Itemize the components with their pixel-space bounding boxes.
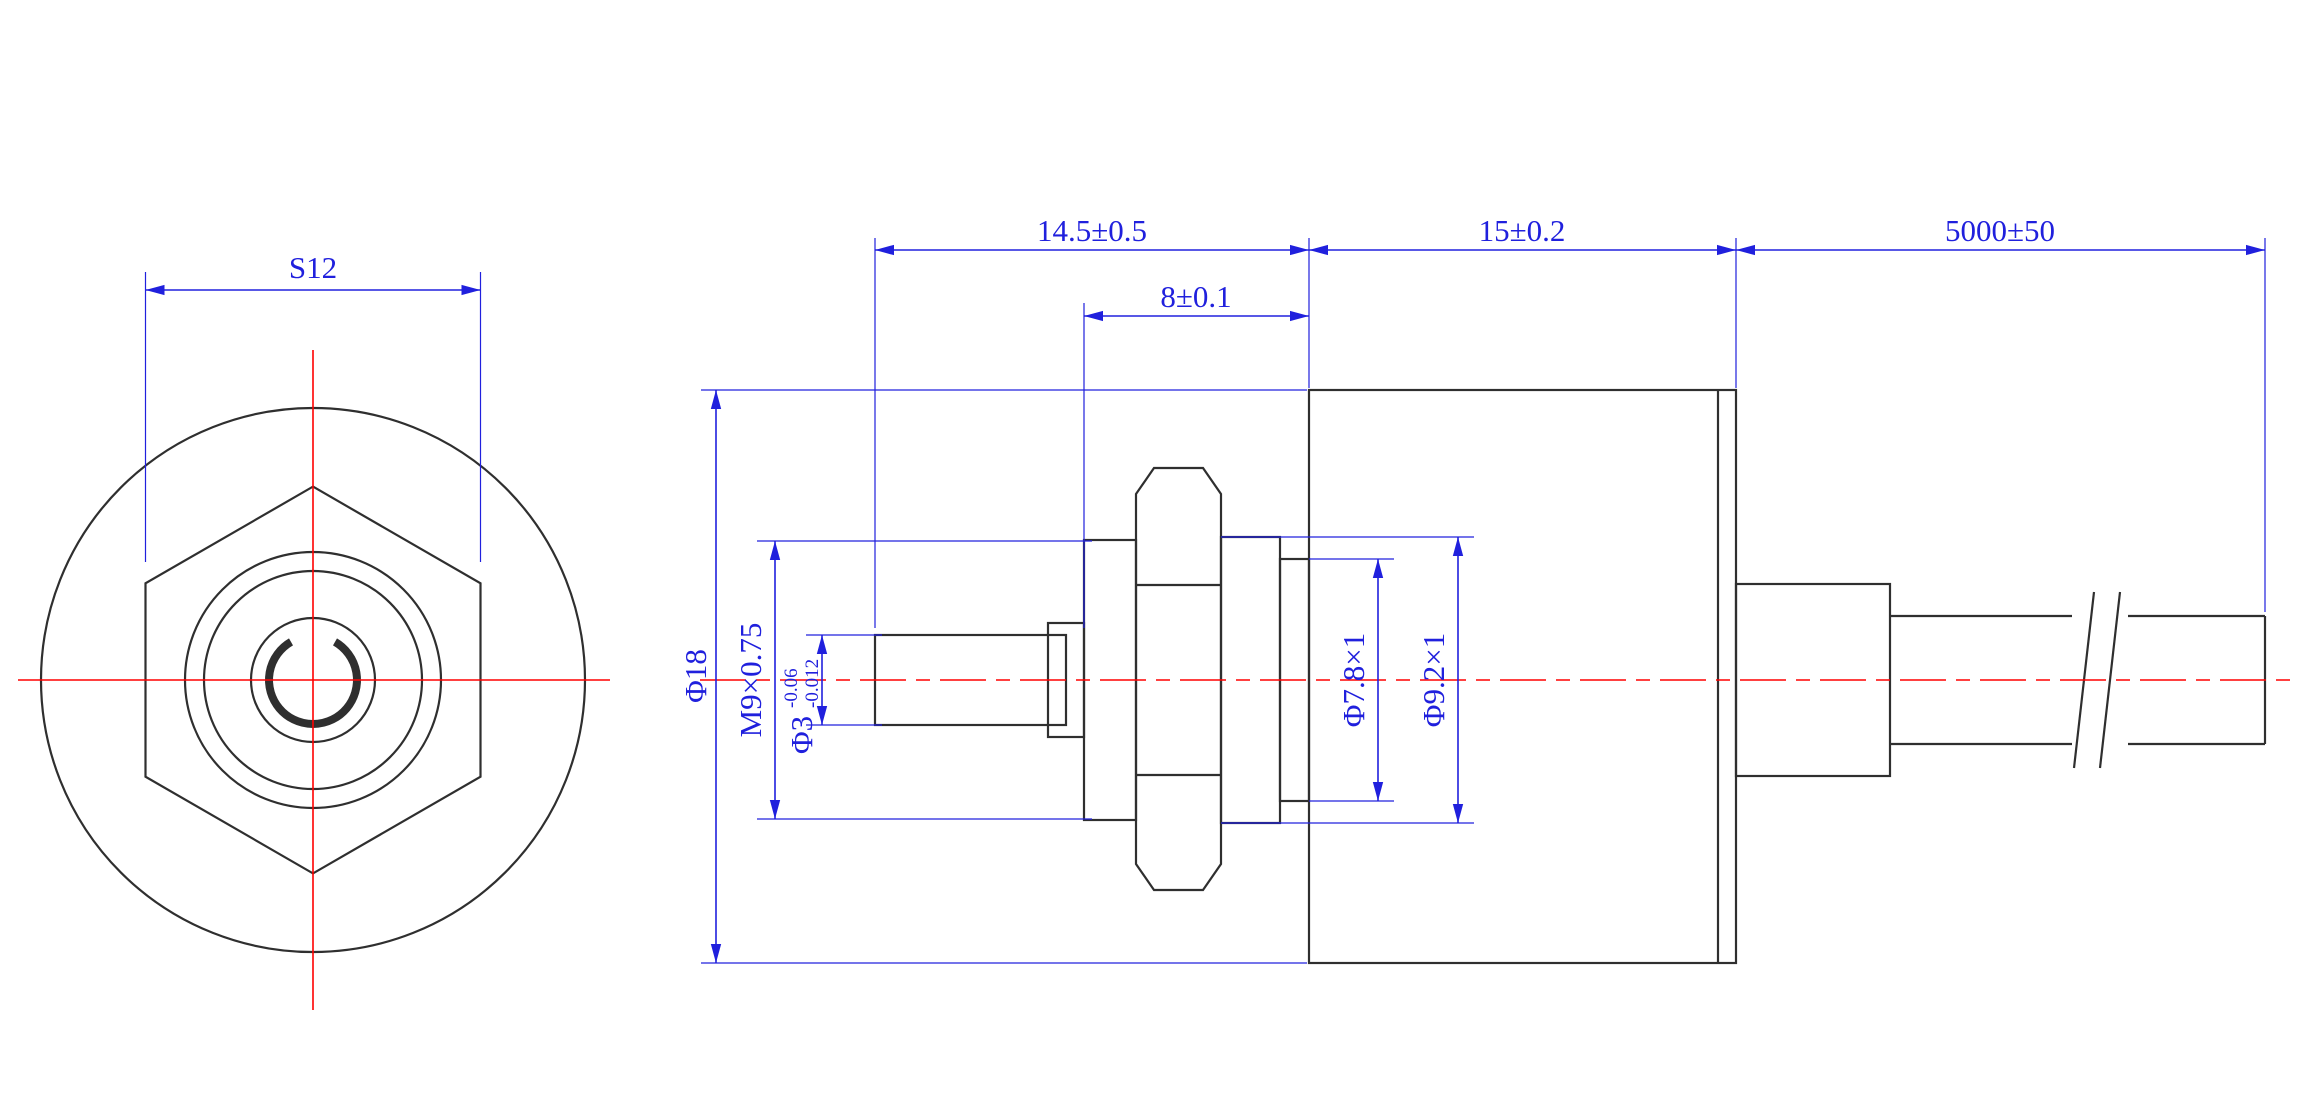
dim-ring-dia-label: Φ9.2×1 — [1416, 633, 1451, 727]
cable — [1890, 591, 2267, 769]
body-outline — [1307, 388, 1738, 965]
dim-cable-length: 5000±50 — [1736, 213, 2265, 256]
dim-body-length: 15±0.2 — [1309, 213, 1736, 256]
dim-front-length-label: 14.5±0.5 — [1037, 213, 1147, 248]
cable-break-line — [2098, 591, 2122, 769]
dim-front-length: 14.5±0.5 — [875, 213, 1309, 256]
dim-boss-dia-label: Φ7.8×1 — [1336, 633, 1371, 727]
dim-shaft-dia-label: Φ3 — [784, 716, 819, 754]
dim-thread-length: 8±0.1 — [1083, 279, 1309, 628]
dim-body-length-label: 15±0.2 — [1479, 213, 1566, 248]
dim-s12-label: S12 — [289, 250, 337, 285]
dimensions: 14.5±0.5 15±0.2 5000±50 8±0.1 Φ — [678, 213, 2266, 964]
front-view: S12 — [18, 250, 610, 1010]
dim-body-dia-label: Φ18 — [678, 649, 713, 703]
dim-body-dia: Φ18 — [678, 389, 1307, 964]
dim-thread-spec-label: M9×0.75 — [733, 623, 768, 738]
hex-nut-side — [1134, 466, 1223, 892]
dim-thread-length-label: 8±0.1 — [1160, 279, 1231, 314]
dim-shaft-tol-upper: -0.06 — [781, 668, 802, 708]
dim-s12: S12 — [144, 250, 482, 562]
dim-boss-dia: Φ7.8×1 — [1309, 558, 1394, 802]
dim-cable-length-label: 5000±50 — [1945, 213, 2055, 248]
side-view — [700, 388, 2295, 965]
dim-shaft-tol-lower: -0.012 — [802, 659, 823, 708]
dim-thread-spec: M9×0.75 — [733, 540, 1092, 820]
dim-ring-dia: Φ9.2×1 — [1221, 536, 1474, 824]
dim-shaft-dia: Φ3 -0.06 -0.012 — [781, 634, 882, 754]
